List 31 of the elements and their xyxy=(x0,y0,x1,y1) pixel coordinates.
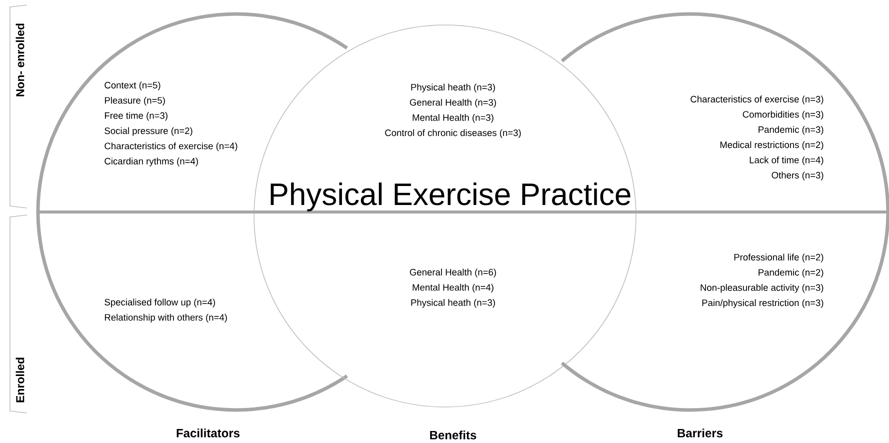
list-item: Pandemic (n=2) xyxy=(758,268,824,278)
list-item: Specialised follow up (n=4) xyxy=(104,298,215,308)
list-item: Characteristics of exercise (n=3) xyxy=(690,96,824,104)
column-heading: Benefits xyxy=(430,430,476,440)
list-item: Free time (n=3) xyxy=(104,112,168,121)
list-item: Physical heath (n=3) xyxy=(411,84,495,92)
list-item: Pain/physical restriction (n=3) xyxy=(702,299,824,308)
list-item: Relationship with others (n=4) xyxy=(104,314,227,323)
list-item: Non-pleasurable activity (n=3) xyxy=(700,284,824,293)
column-heading: Barriers xyxy=(678,428,723,438)
list-item: Lack of time (n=4) xyxy=(750,156,824,166)
group-label: Enrolled xyxy=(16,358,24,402)
group-label: Non- enrolled xyxy=(16,24,24,96)
list-item: Control of chronic diseases (n=3) xyxy=(385,129,521,138)
list-item: Pleasure (n=5) xyxy=(104,96,165,106)
list-item: Physical heath (n=3) xyxy=(411,299,495,308)
title: Physical Exercise Practice xyxy=(270,182,630,212)
list-item: Context (n=5) xyxy=(104,82,160,90)
list-item: Others (n=3) xyxy=(772,172,824,180)
list-item: Pandemic (n=3) xyxy=(758,126,824,135)
list-item: Medical restrictions (n=2) xyxy=(720,141,824,150)
list-item: Professional life (n=2) xyxy=(734,254,824,262)
list-item: General Health (n=3) xyxy=(410,98,496,108)
list-item: Cicardian rythms (n=4) xyxy=(104,158,198,166)
list-item: Characteristics of exercise (n=4) xyxy=(104,142,238,152)
column-heading: Facilitators xyxy=(176,428,240,438)
list-item: Social pressure (n=2) xyxy=(104,127,192,136)
list-item: Mental Health (n=4) xyxy=(412,284,494,293)
list-item: Comorbidities (n=3) xyxy=(742,110,824,120)
list-item: General Health (n=6) xyxy=(410,268,496,278)
list-item: Mental Health (n=3) xyxy=(412,114,494,123)
